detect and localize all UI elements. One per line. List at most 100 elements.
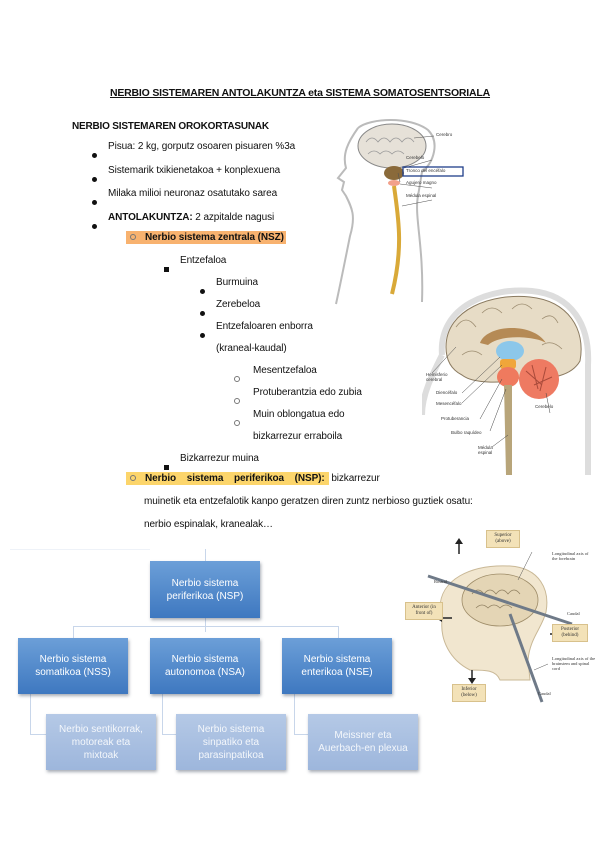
enborra-note: (kraneal-kaudal) bbox=[216, 343, 287, 354]
nsp-line3: nerbio espinalak, kranealak… bbox=[144, 519, 273, 530]
bullet-weight: Pisua: 2 kg, gorputz osoaren pisuaren %3… bbox=[108, 141, 296, 152]
brainstem-shape bbox=[388, 180, 400, 186]
connector bbox=[294, 734, 310, 735]
connector bbox=[162, 734, 178, 735]
cerebellum-shape bbox=[384, 166, 404, 180]
label-cerebro: Cerebro bbox=[436, 132, 453, 137]
muin-item: Muin oblongatua edo bbox=[253, 409, 345, 420]
hollow-bullet-icon bbox=[234, 391, 240, 409]
nsp-line3-rest: … bbox=[263, 519, 273, 530]
bullet-complexity: Sistemarik txikienetakoa + konplexuena bbox=[108, 165, 281, 176]
hollow-bullet-icon bbox=[234, 369, 240, 387]
label-medula: Médula espinal bbox=[406, 193, 437, 198]
connector bbox=[30, 694, 31, 734]
hollow-bullet-icon bbox=[130, 234, 136, 240]
superior-label: Superior (above) bbox=[486, 530, 520, 548]
bullet-marker bbox=[92, 216, 97, 234]
connector bbox=[73, 626, 74, 638]
corpus-callosum-shape bbox=[480, 327, 546, 345]
label-mesencefalo: Mesencéfalo bbox=[436, 401, 462, 406]
zerebeloa-item: Zerebeloa bbox=[216, 299, 261, 310]
midbrain-shape bbox=[500, 359, 516, 369]
label-medula-espinal: Médula espinal bbox=[478, 445, 493, 455]
brainstem-axis bbox=[508, 613, 544, 703]
antolakuntza-text: 2 azpitalde nagusi bbox=[192, 212, 275, 223]
nsp-after: bizkarrezur bbox=[328, 473, 380, 484]
enborra-item: Entzefaloaren enborra bbox=[216, 321, 313, 332]
label-hemisferio: Hemisferio cerebral bbox=[426, 372, 448, 382]
bullet-neurons: Milaka milioi neuronaz osatutako sarea bbox=[108, 188, 278, 199]
caudal-label: Caudal bbox=[567, 611, 580, 616]
anterior-label: Anterior (in front of) bbox=[405, 602, 443, 620]
label-agujero: Agujero magno bbox=[406, 180, 437, 185]
connector bbox=[338, 626, 339, 638]
cerebrum-shape bbox=[445, 295, 582, 383]
hollow-bullet-icon bbox=[130, 475, 136, 481]
diencephalon-shape bbox=[496, 341, 524, 361]
burmuina-item: Burmuina bbox=[216, 277, 258, 288]
brain-shape bbox=[357, 123, 427, 169]
bullet-antolakuntza: ANTOLAKUNTZA: 2 azpitalde nagusi bbox=[108, 212, 274, 223]
square-bullet-icon bbox=[164, 259, 169, 277]
connector bbox=[205, 549, 206, 561]
section-heading: NERBIO SISTEMAREN OROKORTASUNAK bbox=[72, 121, 269, 132]
bullet-marker bbox=[200, 303, 205, 321]
spinal-cord-shape bbox=[390, 185, 402, 295]
orientation-figure bbox=[427, 538, 573, 703]
connector bbox=[294, 694, 295, 734]
bullet-marker bbox=[200, 325, 205, 343]
square-bullet-icon bbox=[164, 457, 169, 475]
caudal-label-2: Caudal bbox=[538, 691, 551, 696]
page-title: NERBIO SISTEMAREN ANTOLAKUNTZA eta SISTE… bbox=[109, 87, 491, 99]
cerebellum-shape bbox=[519, 359, 559, 399]
forebrain-axis bbox=[427, 574, 573, 626]
bullet-marker bbox=[92, 145, 97, 163]
muin-item-cont: bizkarrezur erraboila bbox=[253, 431, 343, 442]
connector bbox=[30, 734, 46, 735]
connector bbox=[205, 618, 206, 632]
posterior-label: Posterior (behind) bbox=[552, 624, 588, 642]
rostral-label: Rostral bbox=[434, 579, 447, 584]
protuberantzia-item: Protuberantzia edo zubia bbox=[253, 387, 362, 398]
entzefaloa-item: Entzefaloa bbox=[180, 255, 227, 266]
bizkarrezur-item: Bizkarrezur muina bbox=[180, 453, 259, 464]
root-line1: Nerbio sistema bbox=[171, 577, 239, 589]
brain-sagittal-figure bbox=[422, 287, 592, 475]
bullet-marker bbox=[92, 192, 97, 210]
label-cerebelo: Cerebelo bbox=[406, 155, 425, 160]
spinal-cord-figure bbox=[335, 119, 464, 305]
brainstem-axis-label: Longitudinal axis of the brainstem and s… bbox=[552, 656, 596, 671]
bullet-marker bbox=[200, 281, 205, 299]
face-outline bbox=[335, 127, 359, 305]
nsp-line1: Nerbio sistema periferikoa (NSP): bizkar… bbox=[126, 472, 380, 485]
nsp-heading: Nerbio sistema periferikoa (NSP): bbox=[126, 472, 329, 485]
antolakuntza-label: ANTOLAKUNTZA: bbox=[108, 212, 193, 223]
nsp-line2: muinetik eta entzefalotik kanpo geratzen… bbox=[144, 496, 473, 507]
pons-shape bbox=[497, 367, 519, 387]
label-tronco: Tronco del encéfalo bbox=[406, 168, 446, 173]
nsp-line3-bold: nerbio espinalak, kranealak bbox=[144, 519, 264, 530]
label-bulbo: Bulbo raquídeo bbox=[451, 430, 482, 435]
medulla-shape bbox=[504, 385, 512, 475]
forebrain-axis-label: Longitudinal axis of the forebrain bbox=[552, 551, 589, 561]
label-diencefalo: Diencéfalo bbox=[436, 390, 458, 395]
nsz-heading: Nerbio sistema zentrala (NSZ) bbox=[126, 231, 286, 244]
nsp-label: Nerbio sistema periferikoa (NSP): bbox=[145, 473, 325, 484]
nsz-label: Nerbio sistema zentrala (NSZ) bbox=[145, 232, 284, 243]
root-line2: periferikoa (NSP) bbox=[166, 590, 244, 602]
inferior-label: Inferior (below) bbox=[452, 684, 486, 702]
mesentzefaloa-item: Mesentzefaloa bbox=[253, 365, 317, 376]
hollow-bullet-icon bbox=[234, 413, 240, 431]
connector bbox=[73, 626, 338, 627]
connector bbox=[162, 694, 163, 734]
label-cerebelo: Cerebelo bbox=[535, 404, 554, 409]
bullet-marker bbox=[92, 169, 97, 187]
label-protuberancia: Protuberancia bbox=[441, 416, 470, 421]
